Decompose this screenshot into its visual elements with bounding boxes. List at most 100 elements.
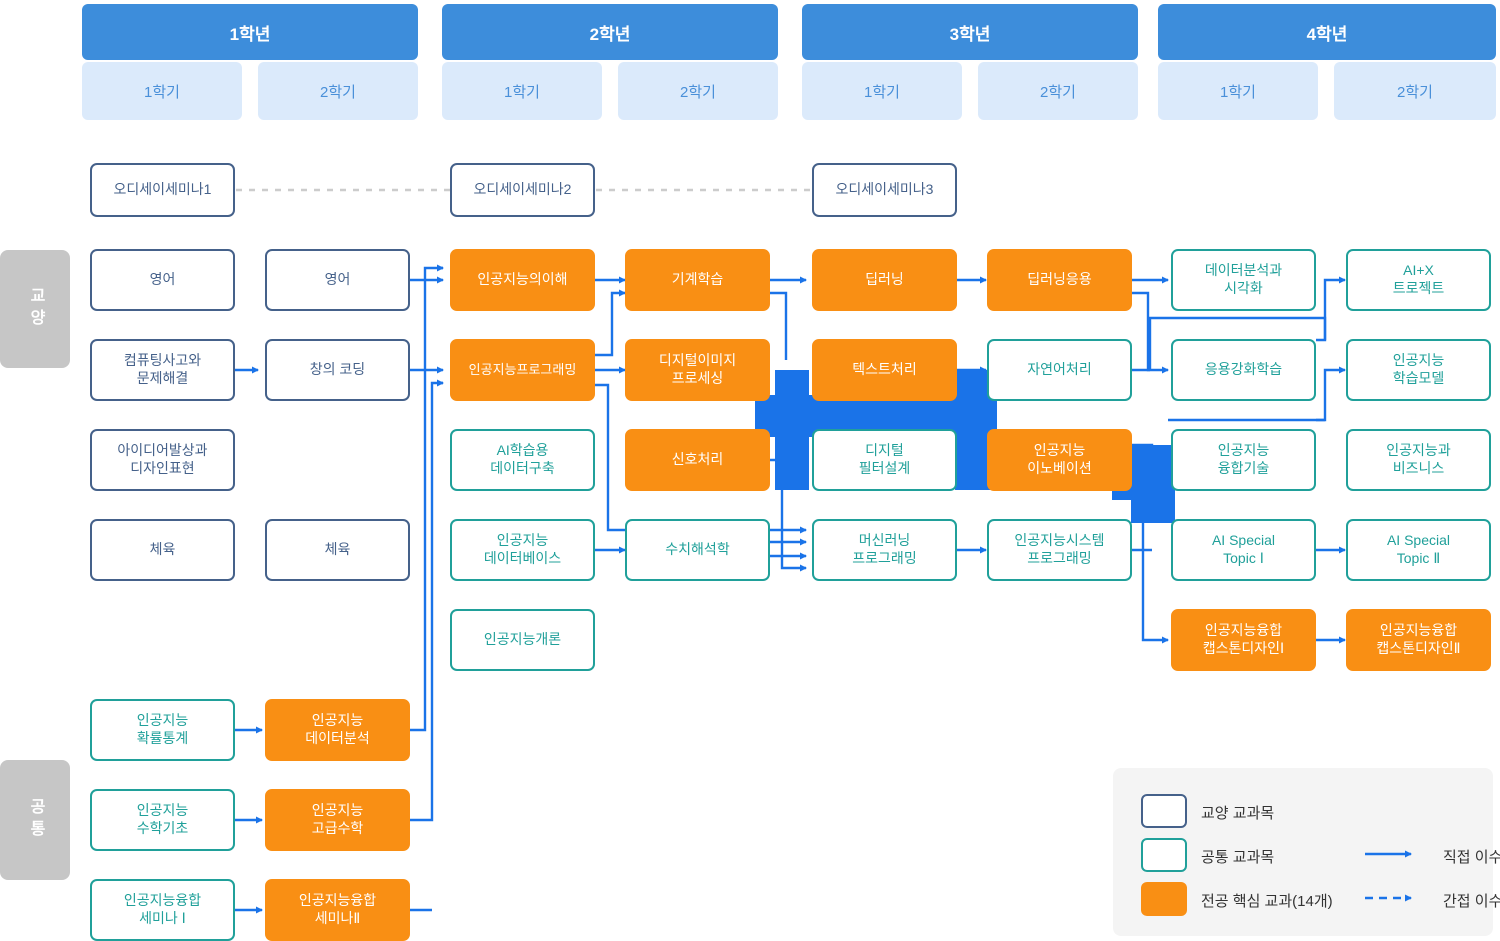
course-label: 기계학습 bbox=[671, 271, 724, 288]
course-node-natural-language-processing[interactable]: 자연어처리 bbox=[987, 339, 1132, 401]
semester-header-2-2: 2학기 bbox=[618, 62, 778, 120]
course-node-ai-data-construction[interactable]: AI학습용 데이터구축 bbox=[450, 429, 595, 491]
course-label: AI+X 트로젝트 bbox=[1392, 262, 1445, 296]
course-node-seminar-1[interactable]: 오디세이세미나1 bbox=[90, 163, 235, 217]
semester-header-label: 2학기 bbox=[680, 83, 716, 101]
course-node-ai-convergence-seminar-2[interactable]: 인공지능융합 세미나Ⅱ bbox=[265, 879, 410, 941]
course-label: 인공지능융합 세미나Ⅱ bbox=[298, 892, 377, 926]
course-node-pe-1[interactable]: 체육 bbox=[90, 519, 235, 581]
course-node-text-processing[interactable]: 텍스트처리 bbox=[812, 339, 957, 401]
legend-text: 간접 이수 bbox=[1443, 893, 1500, 910]
legend-arrow-icons bbox=[1365, 850, 1412, 902]
course-node-ai-special-topic-2[interactable]: AI Special Topic Ⅱ bbox=[1346, 519, 1491, 581]
course-node-ai-math-basics[interactable]: 인공지능 수학기초 bbox=[90, 789, 235, 851]
course-label: 인공지능 고급수학 bbox=[311, 802, 364, 836]
year-header-3: 3학년 bbox=[802, 4, 1138, 60]
course-node-ai-convergence-seminar-1[interactable]: 인공지능융합 세미나 Ⅰ bbox=[90, 879, 235, 941]
course-label: 디지털이미지 프로세싱 bbox=[658, 352, 737, 386]
course-label: 영어 bbox=[149, 271, 176, 288]
course-node-seminar-2[interactable]: 오디세이세미나2 bbox=[450, 163, 595, 217]
course-node-digital-image-processing[interactable]: 디지털이미지 프로세싱 bbox=[625, 339, 770, 401]
course-node-ai-understanding[interactable]: 인공지능의이해 bbox=[450, 249, 595, 311]
course-label: 딥러닝응용 bbox=[1027, 271, 1092, 288]
legend-swatch-major bbox=[1141, 882, 1187, 916]
course-node-creative-coding[interactable]: 창의 코딩 bbox=[265, 339, 410, 401]
course-label: 신호처리 bbox=[671, 451, 724, 468]
year-header-label: 1학년 bbox=[229, 24, 271, 44]
course-node-seminar-3[interactable]: 오디세이세미나3 bbox=[812, 163, 957, 217]
course-label: 인공지능 데이터베이스 bbox=[483, 532, 562, 566]
course-node-english-2[interactable]: 영어 bbox=[265, 249, 410, 311]
course-node-ai-special-topic-1[interactable]: AI Special Topic Ⅰ bbox=[1171, 519, 1316, 581]
course-node-deep-learning[interactable]: 딥러닝 bbox=[812, 249, 957, 311]
course-node-ai-convergence-technology[interactable]: 인공지능 융합기술 bbox=[1171, 429, 1316, 491]
course-node-data-analysis-visualization[interactable]: 데이터분석과 시각화 bbox=[1171, 249, 1316, 311]
course-label: 컴퓨팅사고와 문제해결 bbox=[123, 352, 202, 386]
course-node-applied-reinforcement-learning[interactable]: 응용강화학습 bbox=[1171, 339, 1316, 401]
semester-header-4-1: 1학기 bbox=[1158, 62, 1318, 120]
course-label: 인공지능 확률통계 bbox=[136, 712, 189, 746]
course-label: 아이디어발상과 디자인표현 bbox=[117, 442, 208, 476]
year-header-label: 3학년 bbox=[949, 24, 991, 44]
course-label: 인공지능 융합기술 bbox=[1217, 442, 1270, 476]
course-label: 인공지능융합 세미나 Ⅰ bbox=[123, 892, 202, 926]
legend-text: 교양 교과목 bbox=[1201, 805, 1275, 822]
legend-swatch-gyoyang bbox=[1141, 794, 1187, 828]
course-node-ai-data-analysis[interactable]: 인공지능 데이터분석 bbox=[265, 699, 410, 761]
course-label: 인공지능융합 캡스톤디자인Ⅱ bbox=[1376, 622, 1461, 656]
course-label: 딥러닝 bbox=[865, 271, 904, 288]
course-node-ai-programming[interactable]: 인공지능프로그래밍 bbox=[450, 339, 595, 401]
semester-header-label: 2학기 bbox=[320, 83, 356, 101]
legend-panel: 교양 교과목 공통 교과목 전공 핵심 교과(14개) 직접 이수 간접 이수 bbox=[1113, 768, 1500, 936]
semester-header-1-1: 1학기 bbox=[82, 62, 242, 120]
course-node-ai-probability-statistics[interactable]: 인공지능 확률통계 bbox=[90, 699, 235, 761]
course-node-ai-introduction[interactable]: 인공지능개론 bbox=[450, 609, 595, 671]
course-node-computational-thinking[interactable]: 컴퓨팅사고와 문제해결 bbox=[90, 339, 235, 401]
legend-text: 공통 교과목 bbox=[1201, 849, 1275, 866]
course-label: AI학습용 데이터구축 bbox=[490, 442, 555, 476]
course-node-signal-processing[interactable]: 신호처리 bbox=[625, 429, 770, 491]
course-label: 인공지능과 비즈니스 bbox=[1386, 442, 1451, 476]
year-header-2: 2학년 bbox=[442, 4, 778, 60]
course-node-machine-learning-programming[interactable]: 머신러닝 프로그래밍 bbox=[812, 519, 957, 581]
course-node-ai-database[interactable]: 인공지능 데이터베이스 bbox=[450, 519, 595, 581]
year-header-4: 4학년 bbox=[1158, 4, 1496, 60]
course-label: 수치해석학 bbox=[665, 541, 730, 558]
course-label: 오디세이세미나3 bbox=[835, 181, 934, 198]
legend-swatch-common bbox=[1141, 838, 1187, 872]
course-node-machine-learning[interactable]: 기계학습 bbox=[625, 249, 770, 311]
year-header-label: 4학년 bbox=[1306, 24, 1348, 44]
course-node-idea-design[interactable]: 아이디어발상과 디자인표현 bbox=[90, 429, 235, 491]
course-node-ai-business[interactable]: 인공지능과 비즈니스 bbox=[1346, 429, 1491, 491]
category-label-text: 교양 bbox=[27, 287, 44, 331]
semester-header-label: 1학기 bbox=[1220, 83, 1256, 101]
course-label: 오디세이세미나1 bbox=[113, 181, 212, 198]
semester-header-label: 2학기 bbox=[1397, 83, 1433, 101]
course-node-capstone-design-1[interactable]: 인공지능융합 캡스톤디자인Ⅰ bbox=[1171, 609, 1316, 671]
course-label: 오디세이세미나2 bbox=[473, 181, 572, 198]
connector-blob-right bbox=[1131, 445, 1175, 523]
course-node-ai-learning-model[interactable]: 인공지능 학습모델 bbox=[1346, 339, 1491, 401]
year-header-1: 1학년 bbox=[82, 4, 418, 60]
legend-label-gyoyang: 교양 교과목 bbox=[1201, 802, 1274, 823]
course-node-english-1[interactable]: 영어 bbox=[90, 249, 235, 311]
legend-label-direct: 직접 이수 bbox=[1443, 846, 1500, 867]
course-node-numerical-analysis[interactable]: 수치해석학 bbox=[625, 519, 770, 581]
course-node-ai-plus-x-project[interactable]: AI+X 트로젝트 bbox=[1346, 249, 1491, 311]
year-header-label: 2학년 bbox=[589, 24, 631, 44]
legend-label-major: 전공 핵심 교과(14개) bbox=[1201, 890, 1333, 911]
course-node-capstone-design-2[interactable]: 인공지능융합 캡스톤디자인Ⅱ bbox=[1346, 609, 1491, 671]
course-node-ai-advanced-math[interactable]: 인공지능 고급수학 bbox=[265, 789, 410, 851]
course-node-deep-learning-application[interactable]: 딥러닝응용 bbox=[987, 249, 1132, 311]
course-label: 인공지능시스템 프로그래밍 bbox=[1014, 532, 1105, 566]
course-node-pe-2[interactable]: 체육 bbox=[265, 519, 410, 581]
course-label: 인공지능 데이터분석 bbox=[305, 712, 370, 746]
semester-header-label: 1학기 bbox=[864, 83, 900, 101]
course-node-ai-system-programming[interactable]: 인공지능시스템 프로그래밍 bbox=[987, 519, 1132, 581]
course-node-digital-filter-design[interactable]: 디지털 필터설계 bbox=[812, 429, 957, 491]
semester-header-label: 1학기 bbox=[144, 83, 180, 101]
legend-label-indirect: 간접 이수 bbox=[1443, 890, 1500, 911]
course-node-ai-innovation[interactable]: 인공지능 이노베이션 bbox=[987, 429, 1132, 491]
semester-header-3-2: 2학기 bbox=[978, 62, 1138, 120]
course-label: 자연어처리 bbox=[1027, 361, 1092, 378]
